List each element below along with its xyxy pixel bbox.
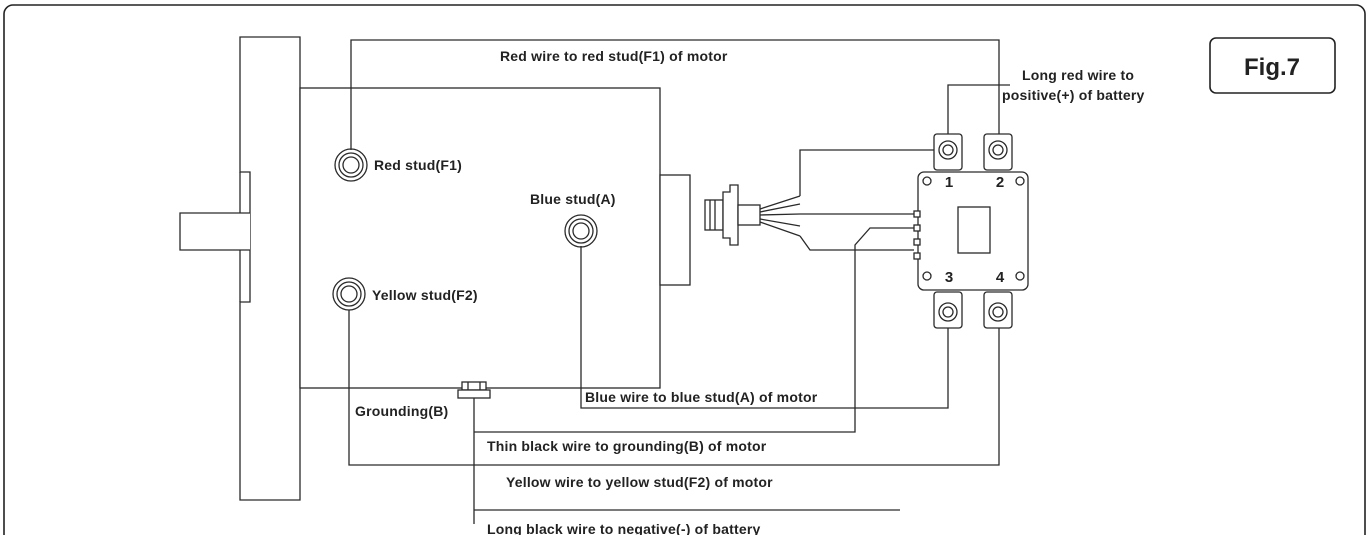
connector-wire-terminal-1 — [799, 149, 934, 196]
thin-black-wire — [474, 227, 914, 433]
blue-wire-label: Blue wire to blue stud(A) of motor — [585, 389, 818, 405]
terminal-post-2 — [983, 133, 1013, 171]
red-stud — [334, 148, 368, 182]
terminal-post-4 — [983, 291, 1013, 329]
terminal-post-3 — [933, 291, 963, 329]
figure-badge: Fig.7 — [1209, 37, 1336, 94]
terminal-post-1 — [933, 133, 963, 171]
red-stud-label: Red stud(F1) — [374, 157, 462, 173]
terminal-3-label: 3 — [945, 269, 953, 286]
blue-wire — [580, 246, 949, 409]
motor — [179, 36, 691, 501]
yellow-stud-label: Yellow stud(F2) — [372, 287, 478, 303]
grounding-label: Grounding(B) — [355, 403, 448, 419]
blue-stud-label: Blue stud(A) — [530, 191, 616, 207]
motor-body — [299, 87, 661, 389]
cable-connector — [704, 184, 801, 246]
blue-stud — [564, 214, 598, 248]
figure-frame — [3, 4, 1366, 540]
yellow-stud — [332, 277, 366, 311]
long-red-wire — [947, 84, 1010, 134]
red-wire-label: Red wire to red stud(F1) of motor — [500, 48, 728, 64]
grounding-bolt — [457, 381, 491, 399]
motor-endcap — [659, 174, 691, 286]
long-black-wire-label: Long black wire to negative(-) of batter… — [487, 521, 760, 535]
long-red-wire-label-line2: positive(+) of battery — [1002, 87, 1144, 103]
terminal-4-label: 4 — [996, 269, 1005, 286]
solenoid-window — [957, 206, 991, 254]
terminal-2-label: 2 — [996, 174, 1004, 191]
yellow-wire-label: Yellow wire to yellow stud(F2) of motor — [506, 474, 773, 490]
yellow-wire — [348, 310, 1000, 466]
figure-label: Fig.7 — [1244, 54, 1300, 81]
long-red-wire-label-line1: Long red wire to — [1022, 67, 1134, 83]
terminal-1-label: 1 — [945, 174, 953, 191]
motor-shaft — [179, 212, 250, 251]
solenoid: 1 2 3 4 — [913, 171, 1029, 291]
thin-black-wire-label: Thin black wire to grounding(B) of motor — [487, 438, 767, 454]
motor-flange — [239, 36, 301, 501]
red-wire — [350, 39, 1000, 150]
